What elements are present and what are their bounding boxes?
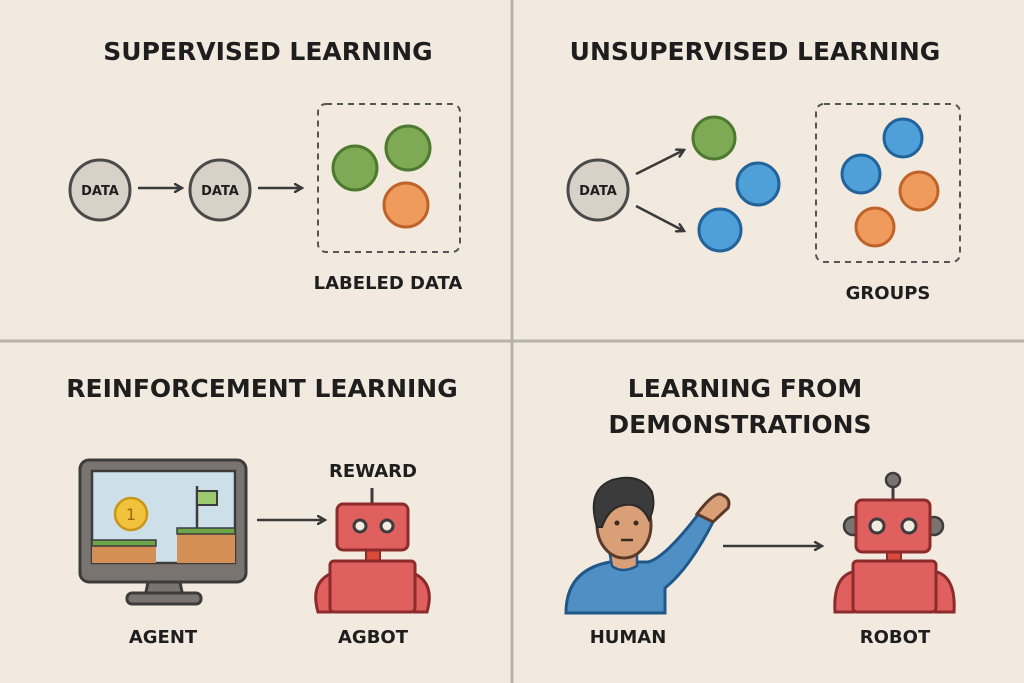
data-node-label: DATA — [81, 184, 119, 199]
green-point — [331, 144, 379, 192]
panel-supervised: SUPERVISED LEARNING DATA DATA LABELED DA… — [68, 37, 463, 294]
human-label: HUMAN — [590, 627, 667, 648]
data-node-label: DATA — [201, 184, 239, 199]
panel-reinforcement: REINFORCEMENT LEARNING 1 REWARD — [66, 374, 457, 648]
green-point — [384, 124, 432, 172]
data-node — [188, 158, 252, 222]
blue-point — [882, 117, 924, 159]
human-icon — [564, 476, 731, 615]
coin-value: 1 — [126, 505, 136, 524]
panel-demonstrations: LEARNING FROM DEMONSTRATIONS HUMAN — [564, 374, 956, 648]
output-label: GROUPS — [846, 283, 931, 304]
panel-title: SUPERVISED LEARNING — [103, 37, 432, 66]
data-node-label: DATA — [579, 184, 617, 199]
panel-unsupervised: UNSUPERVISED LEARNING DATA GROUPS — [566, 37, 961, 304]
arrow-icon — [635, 204, 684, 231]
blue-point — [697, 207, 743, 253]
robot-icon — [833, 471, 956, 614]
blue-point — [840, 153, 882, 195]
reward-label: REWARD — [329, 461, 417, 482]
panel-title: UNSUPERVISED LEARNING — [570, 37, 941, 66]
orange-point — [382, 181, 430, 229]
orange-point — [854, 206, 896, 248]
robot-label: AGBOT — [338, 627, 409, 648]
groups-box — [815, 103, 961, 263]
data-node — [68, 158, 132, 222]
arrow-icon — [635, 150, 684, 176]
blue-point — [735, 161, 781, 207]
robot-label: ROBOT — [860, 627, 931, 648]
panel-title: REINFORCEMENT LEARNING — [66, 374, 457, 403]
coin-icon — [113, 496, 149, 532]
panel-title: DEMONSTRATIONS — [608, 410, 871, 439]
data-node — [566, 158, 630, 222]
orange-point — [898, 170, 940, 212]
agent-label: AGENT — [129, 627, 198, 648]
robot-icon — [314, 488, 431, 614]
labeled-data-box — [317, 103, 461, 253]
output-label: LABELED DATA — [314, 273, 463, 294]
monitor-icon — [78, 458, 248, 606]
panel-title: LEARNING FROM — [628, 374, 862, 403]
green-point — [691, 115, 737, 161]
